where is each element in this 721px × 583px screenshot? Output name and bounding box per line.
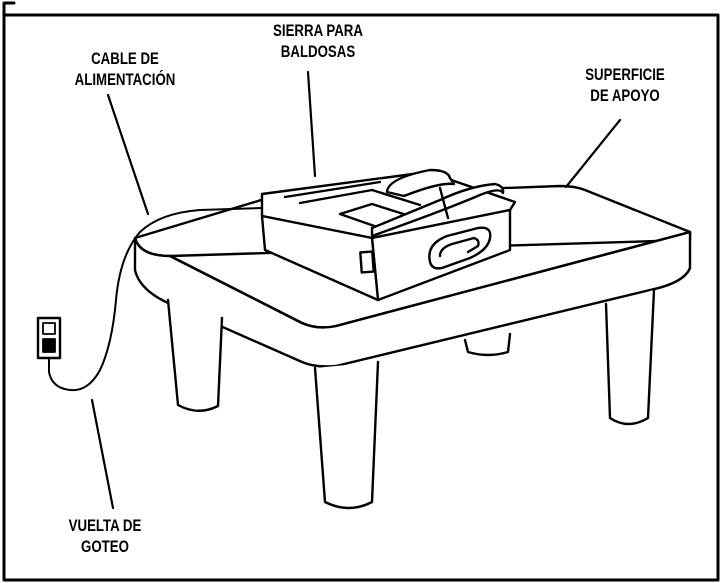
saw-rail: [283, 180, 382, 199]
diagram-frame: [2, 13, 720, 582]
outlet-plug: [42, 338, 56, 353]
table-leg-back: [463, 332, 512, 357]
frame-top-notch: [2, 1, 16, 17]
saw-handle-post: [438, 186, 450, 220]
saw-side-handle: [428, 226, 492, 270]
leader-power-cable: [106, 93, 150, 216]
leader-support-surface: [564, 118, 622, 189]
leader-tile-saw: [306, 70, 317, 178]
saw-left-face: [260, 214, 380, 302]
label-support-surface: SUPERFICIE DE APOYO: [563, 64, 688, 106]
power-cable: [48, 207, 263, 392]
saw-rail-2: [298, 188, 422, 207]
saw-side-handle-inner: [438, 236, 480, 258]
table-top-edge: [168, 230, 692, 329]
saw-switch: [359, 250, 375, 274]
label-tile-saw-line2: BALDOSAS: [280, 42, 356, 61]
label-support-surface-line1: SUPERFICIE: [585, 65, 665, 84]
table-leg-right: [604, 288, 656, 426]
label-support-surface-line2: DE APOYO: [590, 86, 660, 105]
label-power-cable-line2: ALIMENTACIÓN: [74, 70, 176, 89]
leader-drip-loop: [90, 398, 115, 510]
table-leg-front: [313, 360, 380, 510]
label-drip-loop-line1: VUELTA DE: [68, 516, 142, 535]
table-leg-left: [166, 298, 224, 412]
saw-handle-top: [385, 168, 456, 198]
label-tile-saw-line1: SIERRA PARA: [273, 21, 363, 40]
label-power-cable-line1: CABLE DE: [91, 49, 159, 68]
saw-handle-bar: [370, 182, 505, 238]
outlet-socket-top: [42, 322, 56, 335]
label-tile-saw: SIERRA PARA BALDOSAS: [248, 20, 388, 62]
label-power-cable: CABLE DE ALIMENTACIÓN: [59, 48, 192, 90]
label-drip-loop: VUELTA DE GOTEO: [39, 515, 172, 557]
label-drip-loop-line2: GOTEO: [81, 537, 129, 556]
